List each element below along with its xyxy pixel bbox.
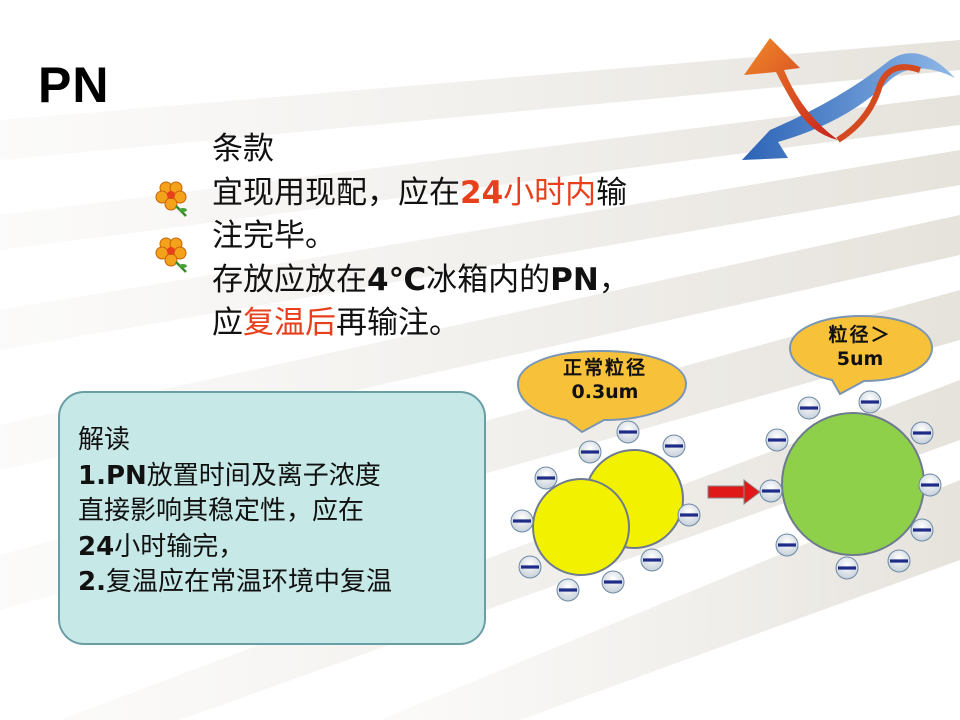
ion-icon: [534, 466, 558, 490]
highlight-24: 24: [460, 174, 504, 211]
bubble-normal-text: 正常粒径 0.3um: [530, 356, 680, 404]
highlight-rewarm: 复温后: [243, 305, 336, 341]
clause-line-4: 应复温后再输注。: [212, 302, 630, 346]
interpretation-text: 解读 1.PN放置时间及离子浓度 直接影响其稳定性，应在 24小时输完， 2.复…: [78, 423, 392, 601]
clause-line-3-mid: 冰箱内的: [426, 261, 551, 298]
bubble-large-text: 粒径＞ 5um: [790, 323, 930, 371]
interpretation-num-1: 1.PN: [78, 460, 147, 491]
interpretation-line-2: 直接影响其稳定性，应在: [78, 496, 365, 526]
clause-pn: PN: [550, 261, 599, 298]
right-arrow-icon: [707, 479, 761, 505]
flower-bullet-icon: [155, 237, 187, 273]
ion-icon: [556, 578, 580, 602]
clause-line-3-end: ，: [598, 261, 630, 298]
ion-icon: [765, 428, 789, 452]
clause-line-2: 注完毕。: [212, 218, 336, 254]
clause-heading: 条款: [212, 131, 274, 167]
ion-icon: [510, 509, 534, 533]
interpretation-line-3-text: 小时输完，: [114, 531, 245, 562]
clause-line-3: 存放应放在4℃冰箱内的PN，: [212, 259, 630, 303]
ion-icon: [910, 421, 934, 445]
clause-line-3-text: 存放应放在: [212, 261, 367, 298]
clause-line-1-text: 宜现用现配，应在: [212, 174, 460, 211]
ion-icon: [640, 548, 664, 572]
clause-line-4-text: 应: [212, 305, 243, 341]
highlight-hours: 小时内: [503, 174, 597, 211]
bubble-large-label: 粒径＞: [828, 324, 892, 346]
interpretation-heading: 解读: [78, 425, 131, 455]
interpretation-line-4-text: 复温应在常温环境中复温: [105, 567, 392, 597]
small-particle: [532, 478, 630, 576]
ion-icon: [775, 533, 799, 557]
interpretation-panel: [58, 391, 486, 645]
swoosh-arrow-logo-icon: [742, 38, 955, 160]
interpretation-line-3: 24小时输完，: [78, 530, 392, 566]
bubble-normal-label: 正常粒径: [562, 357, 647, 379]
interpretation-num-24: 24: [78, 531, 115, 562]
ion-icon: [601, 570, 625, 594]
large-particle: [781, 412, 925, 556]
ion-icon: [677, 503, 701, 527]
ion-icon: [858, 390, 882, 414]
clause-line-1: 宜现用现配，应在24小时内输: [212, 172, 630, 216]
ion-icon: [797, 396, 821, 420]
interpretation-line-1-text: 放置时间及离子浓度: [146, 460, 381, 491]
page-title: PN: [38, 57, 110, 113]
interpretation-line-4: 2.复温应在常温环境中复温: [78, 565, 392, 601]
clause-line-1-end: 输: [596, 174, 628, 211]
bubble-normal-value: 0.3um: [571, 381, 639, 403]
ion-icon: [662, 434, 686, 458]
interpretation-line-1: 1.PN放置时间及离子浓度: [78, 459, 392, 495]
bubble-large-value: 5um: [836, 348, 884, 370]
ion-icon: [616, 420, 640, 444]
flower-bullet-icon: [155, 181, 187, 217]
temperature: 4℃: [367, 261, 427, 298]
ion-icon: [835, 556, 859, 580]
interpretation-num-2: 2.: [78, 567, 106, 597]
clause-text: 条款 宜现用现配，应在24小时内输 注完毕。 存放应放在4℃冰箱内的PN， 应复…: [212, 128, 630, 346]
ion-icon: [887, 549, 911, 573]
ion-icon: [918, 473, 942, 497]
ion-icon: [759, 479, 783, 503]
ion-icon: [518, 555, 542, 579]
ion-icon: [910, 518, 934, 542]
bubble-normal-size: [516, 349, 688, 434]
ion-icon: [578, 440, 602, 464]
bubble-large-size: [788, 314, 934, 396]
clause-line-4-end: 再输注。: [336, 305, 460, 341]
